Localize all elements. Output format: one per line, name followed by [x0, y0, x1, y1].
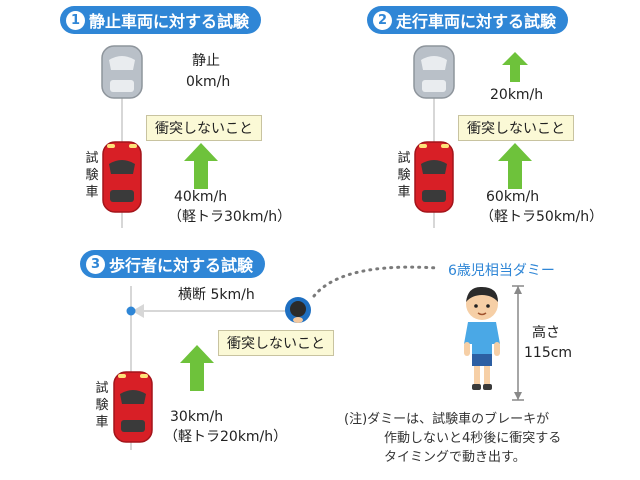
panel3-speed: 30km/h	[170, 409, 224, 425]
panel2-speed-sub: （軽トラ50km/h）	[480, 209, 604, 225]
note-line-3: タイミングで動き出す。	[384, 450, 526, 465]
panel3-motion-dots	[312, 265, 439, 298]
panel3-pedestrian-icon	[285, 297, 311, 323]
panel2-title-text: 走行車両に対する試験	[396, 12, 557, 31]
panel2-test-vehicle-label: 試験車	[397, 151, 411, 200]
panel1-title: 1 静止車両に対する試験	[60, 6, 262, 34]
panel1-speed-sub: （軽トラ30km/h）	[168, 209, 292, 225]
height-measure-bracket	[512, 285, 524, 401]
panel3-lane-line	[130, 286, 132, 450]
panel1-speed-arrow	[184, 143, 218, 189]
panel3-number: 3	[86, 254, 105, 274]
note-line-2: 作動しないと4秒後に衝突する	[384, 431, 562, 446]
panel2-lane-line	[433, 50, 435, 228]
panel1-stationary-label: 静止	[192, 53, 220, 69]
panel3-speed-sub: （軽トラ20km/h）	[164, 429, 288, 445]
panel3-crossing-path	[126, 304, 286, 318]
panel1-stationary-car	[101, 45, 143, 99]
panel2-number: 2	[373, 10, 392, 30]
panel2-front-arrow	[502, 52, 528, 82]
panel1-title-text: 静止車両に対する試験	[89, 12, 250, 31]
panel2-speed-arrow	[498, 143, 532, 189]
height-label: 高さ	[532, 325, 560, 341]
note-line-1: (注)ダミーは、試験車のブレーキが	[344, 412, 550, 427]
child-dummy-figure	[464, 286, 500, 390]
panel2-front-speed: 20km/h	[490, 87, 544, 103]
panel2-speed: 60km/h	[486, 189, 540, 205]
panel2-warning: 衝突しないこと	[458, 115, 574, 141]
panel3-test-vehicle-label: 試験車	[95, 381, 109, 430]
panel1-test-vehicle-label: 試験車	[85, 151, 99, 200]
panel2-front-car	[413, 45, 455, 99]
panel1-lane-line	[121, 50, 123, 228]
height-value: 115cm	[524, 345, 573, 361]
panel2-title: 2 走行車両に対する試験	[367, 6, 569, 34]
panel1-speed: 40km/h	[174, 189, 228, 205]
panel3-title: 3 歩行者に対する試験	[80, 250, 266, 278]
panel2-test-car	[414, 141, 454, 213]
panel3-title-text: 歩行者に対する試験	[109, 256, 254, 275]
panel3-dummy-title: 6歳児相当ダミー	[448, 263, 555, 279]
panel3-warning: 衝突しないこと	[218, 330, 334, 356]
panel3-test-car	[113, 371, 153, 443]
panel1-test-car	[102, 141, 142, 213]
panel3-speed-arrow	[180, 345, 214, 391]
panel3-crossing-label: 横断 5km/h	[178, 287, 255, 303]
panel1-warning: 衝突しないこと	[146, 115, 262, 141]
panel1-number: 1	[66, 10, 85, 30]
panel1-stationary-speed: 0km/h	[186, 74, 231, 90]
